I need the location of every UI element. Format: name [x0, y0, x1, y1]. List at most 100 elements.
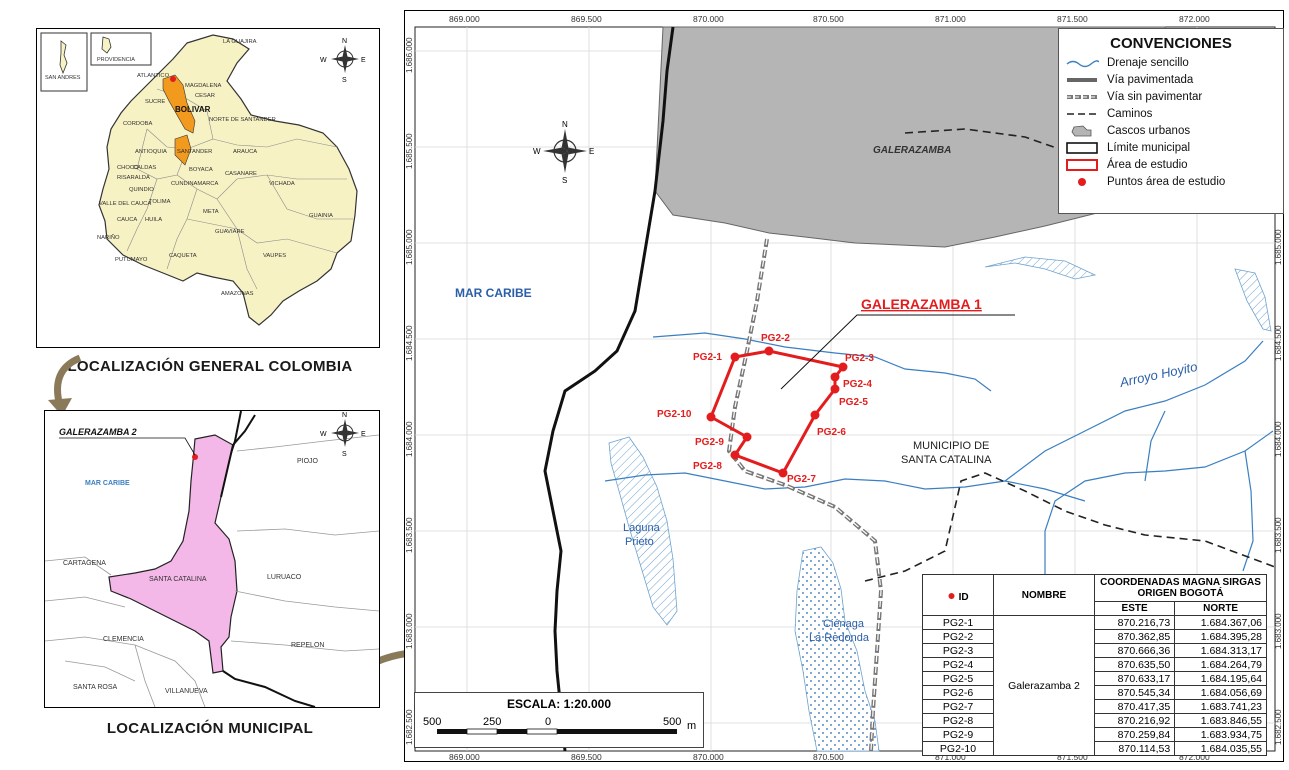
compass-colombia: N E W S	[320, 38, 366, 84]
group-name-cell: Galerazamba 2	[993, 615, 1095, 756]
svg-text:CUNDINAMARCA: CUNDINAMARCA	[171, 181, 218, 187]
svg-text:1.686.000: 1.686.000	[405, 37, 414, 73]
coordinates-table: ● ID NOMBRE COORDENADAS MAGNA SIRGAS ORI…	[922, 574, 1267, 756]
svg-text:RISARALDA: RISARALDA	[117, 175, 150, 181]
study-point-labels: PG2-1 PG2-2 PG2-3 PG2-4 PG2-5 PG2-6 PG2-…	[657, 333, 874, 485]
header-id: ● ID	[922, 574, 994, 616]
svg-text:CASANARE: CASANARE	[225, 171, 257, 177]
coastline	[543, 26, 675, 752]
header-nombre: NOMBRE	[993, 574, 1095, 616]
svg-text:PG2-9: PG2-9	[695, 437, 724, 448]
svg-text:1.685.500: 1.685.500	[405, 133, 414, 169]
svg-text:PG2-2: PG2-2	[761, 333, 790, 344]
svg-text:CLEMENCIA: CLEMENCIA	[103, 636, 144, 643]
svg-text:SUCRE: SUCRE	[145, 99, 165, 105]
label-prieto: Prieto	[625, 536, 654, 548]
providencia-box	[90, 32, 152, 66]
svg-text:1.685.000: 1.685.000	[405, 229, 414, 265]
municipal-limit-icon	[1065, 141, 1099, 155]
svg-text:W: W	[320, 57, 327, 64]
legend-box: CONVENCIONES Drenaje sencillo Vía pavime…	[1058, 28, 1284, 214]
svg-text:871.000: 871.000	[935, 752, 966, 761]
svg-text:869.000: 869.000	[449, 752, 480, 761]
svg-text:CAUCA: CAUCA	[117, 217, 137, 223]
svg-text:VICHADA: VICHADA	[269, 181, 295, 187]
svg-text:AMAZONAS: AMAZONAS	[221, 291, 254, 297]
compass-municipal: N E W S	[320, 412, 366, 458]
bolivar-department	[162, 74, 196, 134]
svg-text:PG2-3: PG2-3	[845, 353, 874, 364]
svg-text:LURUACO: LURUACO	[267, 574, 302, 581]
svg-text:TOLIMA: TOLIMA	[149, 199, 171, 205]
label-mar-caribe-inset: MAR CARIBE	[85, 480, 130, 487]
svg-text:1.684.500: 1.684.500	[1274, 325, 1283, 361]
svg-text:871.000: 871.000	[935, 14, 966, 24]
svg-text:MAGDALENA: MAGDALENA	[185, 83, 222, 89]
svg-text:ANTIOQUIA: ANTIOQUIA	[135, 149, 167, 155]
svg-text:CESAR: CESAR	[195, 93, 215, 99]
svg-text:CAQUETA: CAQUETA	[169, 253, 197, 259]
svg-text:QUINDIO: QUINDIO	[129, 187, 154, 193]
svg-text:PUTUMAYO: PUTUMAYO	[115, 257, 148, 263]
municipal-inset-caption: LOCALIZACIÓN MUNICIPAL	[106, 720, 314, 737]
label-mar-caribe: MAR CARIBE	[455, 286, 532, 300]
svg-text:W: W	[533, 147, 541, 156]
colombia-inset-frame: SAN ANDRES PROVIDENCIA N E W	[36, 28, 380, 348]
svg-text:N: N	[342, 412, 347, 419]
svg-text:869.500: 869.500	[571, 752, 602, 761]
label-galerazamba2: GALERAZAMBA 2	[59, 427, 137, 437]
legend-item-study-points: Puntos área de estudio	[1059, 173, 1283, 190]
study-points	[706, 346, 848, 478]
svg-text:ATLANTICO: ATLANTICO	[137, 73, 170, 79]
svg-text:872.000: 872.000	[1179, 752, 1210, 761]
y-tick-labels-left: 1.686.000 1.685.500 1.685.000 1.684.500 …	[405, 37, 414, 745]
svg-text:870.000: 870.000	[693, 14, 724, 24]
unpaved-road-icon	[1065, 90, 1099, 104]
svg-text:250: 250	[483, 716, 501, 728]
svg-text:869.000: 869.000	[449, 14, 480, 24]
svg-text:871.500: 871.500	[1057, 752, 1088, 761]
svg-text:SANTA ROSA: SANTA ROSA	[73, 684, 118, 691]
study-point-icon	[1065, 175, 1099, 189]
svg-text:GUAVIARE: GUAVIARE	[215, 229, 245, 235]
svg-text:1.685.000: 1.685.000	[1274, 229, 1283, 265]
svg-text:BOYACA: BOYACA	[189, 167, 213, 173]
svg-text:HUILA: HUILA	[145, 217, 162, 223]
header-este: ESTE	[1093, 601, 1176, 616]
svg-text:870.000: 870.000	[693, 752, 724, 761]
header-norte: NORTE	[1174, 601, 1267, 616]
svg-text:1.684.500: 1.684.500	[405, 325, 414, 361]
label-municipio-line2: SANTA CATALINA	[901, 454, 992, 466]
svg-text:870.500: 870.500	[813, 752, 844, 761]
svg-text:1.683.500: 1.683.500	[1274, 517, 1283, 553]
svg-text:871.500: 871.500	[1057, 14, 1088, 24]
x-tick-labels-bottom: 869.000 869.500 870.000 870.500 871.000 …	[449, 752, 1210, 762]
department-labels: LA GUAJIRA ATLANTICO MAGDALENA CESAR BOL…	[97, 39, 333, 297]
drainage-lines	[604, 332, 1274, 581]
svg-text:S: S	[562, 176, 567, 185]
svg-text:869.500: 869.500	[571, 14, 602, 24]
scale-box: ESCALA: 1:20.000 500 250 0 500 m	[414, 692, 704, 748]
svg-text:ARAUCA: ARAUCA	[233, 149, 257, 155]
svg-text:META: META	[203, 209, 219, 215]
svg-text:PIOJO: PIOJO	[297, 458, 319, 465]
legend-item-study-area: Área de estudio	[1059, 156, 1283, 173]
svg-text:1.683.000: 1.683.000	[1274, 613, 1283, 649]
svg-text:NARIÑO: NARIÑO	[97, 234, 120, 241]
svg-text:E: E	[361, 431, 366, 438]
label-san-andres: SAN ANDRES	[45, 75, 81, 81]
legend-item-municipal-limit: Límite municipal	[1059, 139, 1283, 156]
svg-text:PG2-7: PG2-7	[787, 474, 816, 485]
svg-text:BOLIVAR: BOLIVAR	[175, 105, 211, 114]
svg-text:870.500: 870.500	[813, 14, 844, 24]
x-tick-labels-top: 869.000 869.500 870.000 870.500 871.000 …	[449, 14, 1210, 24]
svg-text:872.000: 872.000	[1179, 14, 1210, 24]
svg-text:PG2-4: PG2-4	[843, 379, 872, 390]
svg-text:1.682.500: 1.682.500	[405, 709, 414, 745]
